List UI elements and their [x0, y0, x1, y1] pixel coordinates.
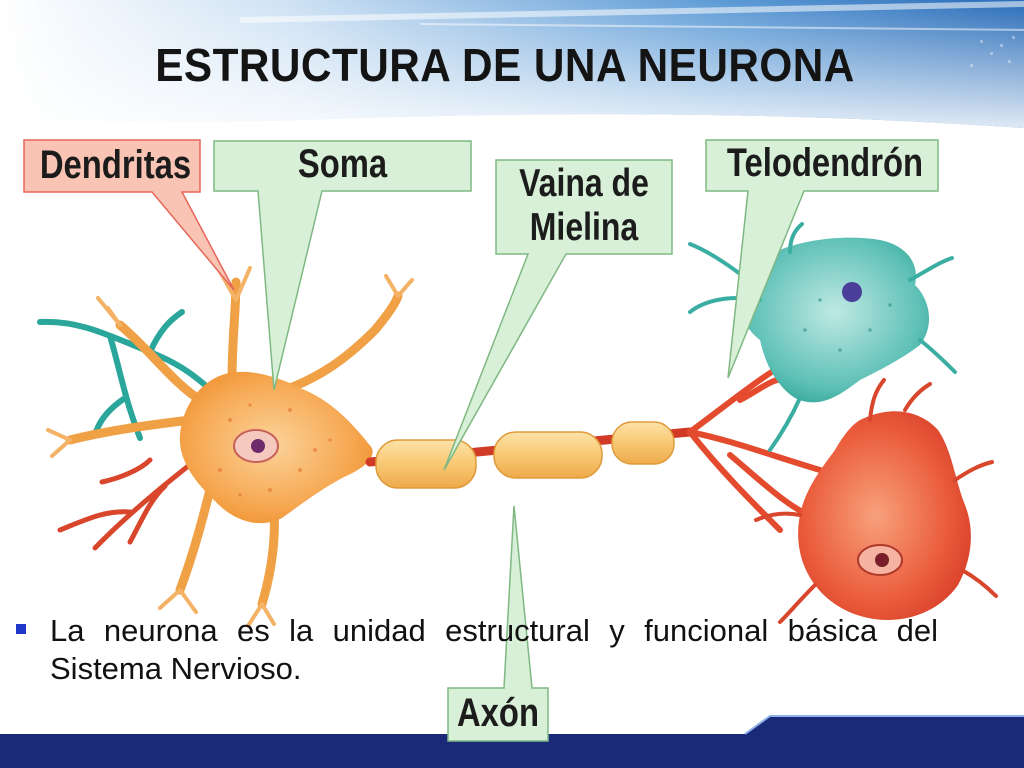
callout-telodendron-shape [705, 139, 939, 379]
callout-soma-shape [213, 140, 472, 391]
bullet-text: La neurona es la unidad estructural y fu… [50, 613, 938, 686]
footer-bar [0, 715, 1024, 768]
label-soma: Soma [297, 142, 388, 186]
header-band [0, 0, 1024, 128]
bullet-square-icon [16, 624, 26, 634]
label-axon: Axón [457, 691, 539, 735]
red-neuron [798, 411, 971, 620]
myelin-segment [375, 439, 477, 489]
label-vaina-line2: Mielina [529, 206, 639, 249]
bullet-list: La neurona es la unidad estructural y fu… [16, 612, 938, 688]
myelin-segment [611, 421, 675, 465]
callout-axon-shape [447, 505, 549, 742]
label-dendritas: Dendritas [39, 143, 192, 187]
myelin-segment [493, 431, 603, 479]
label-telodendron: Telodendrón [726, 141, 924, 185]
page-title: ESTRUCTURA DE UNA NEURONA [155, 39, 855, 91]
callout-vaina-shape [443, 159, 673, 471]
label-vaina-line1: Vaina de [519, 162, 649, 205]
label-vaina-de-mielina: Vaina de Mielina [512, 162, 656, 250]
teal-neuron [740, 237, 930, 403]
callout-dendritas-shape [23, 139, 235, 291]
